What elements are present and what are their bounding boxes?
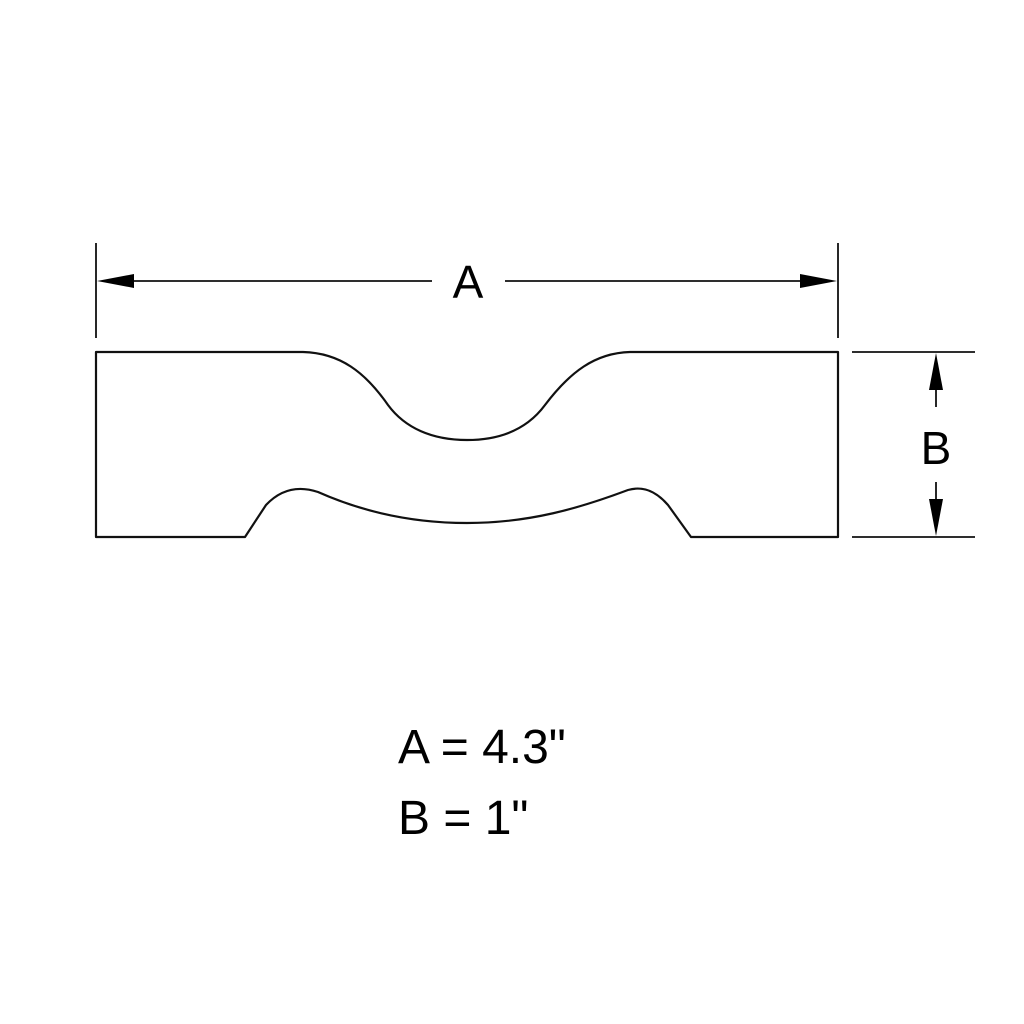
dimension-b-label: B xyxy=(921,422,952,474)
dimension-a-label: A xyxy=(453,256,484,308)
part-outline xyxy=(94,350,840,539)
legend-dimension-a: A = 4.3" xyxy=(398,721,566,774)
dimension-b-arrow-down-icon xyxy=(929,499,943,536)
dimension-a-arrow-right-icon xyxy=(800,274,837,288)
legend-dimension-b: B = 1" xyxy=(398,792,529,845)
dimension-b-arrow-up-icon xyxy=(929,353,943,390)
dimension-a-arrow-left-icon xyxy=(97,274,134,288)
